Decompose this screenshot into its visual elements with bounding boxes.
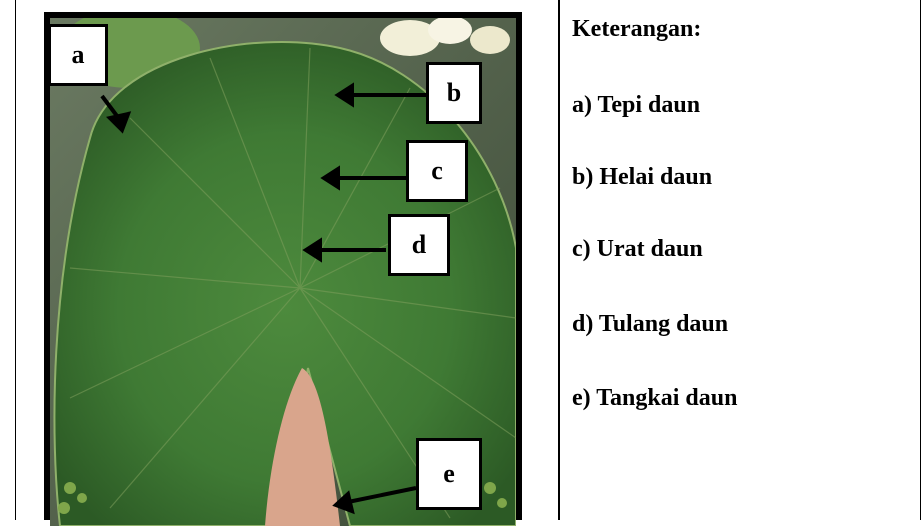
label-c: c	[406, 140, 468, 202]
legend-item-c: c) Urat daun	[572, 236, 703, 262]
duckweed	[58, 482, 507, 514]
legend: Keterangan: a) Tepi daun b) Helai daun c…	[572, 0, 912, 520]
arrow-e-head	[332, 490, 355, 515]
leaf-stalk-hand	[265, 368, 340, 526]
arrow-a-head	[106, 111, 132, 134]
column-divider	[558, 0, 560, 520]
legend-item-a: a) Tepi daun	[572, 92, 701, 118]
table-border	[15, 0, 921, 520]
legend-item-e: e) Tangkai daun	[572, 385, 738, 411]
arrow-b-head	[334, 82, 354, 108]
legend-item-b: b) Helai daun	[572, 164, 713, 190]
pointer-arrows	[100, 82, 428, 515]
label-e: e	[416, 438, 482, 510]
label-a: a	[48, 24, 108, 86]
label-d: d	[388, 214, 450, 276]
flower-icon	[380, 18, 510, 56]
legend-title: Keterangan:	[572, 16, 702, 42]
arrow-d-head	[302, 237, 322, 263]
arrow-c-head	[320, 165, 340, 191]
arrow-e	[347, 486, 417, 504]
label-b: b	[426, 62, 482, 124]
leaf-veins	[69, 47, 516, 519]
legend-item-d: d) Tulang daun	[572, 311, 729, 337]
main-leaf	[53, 41, 516, 526]
